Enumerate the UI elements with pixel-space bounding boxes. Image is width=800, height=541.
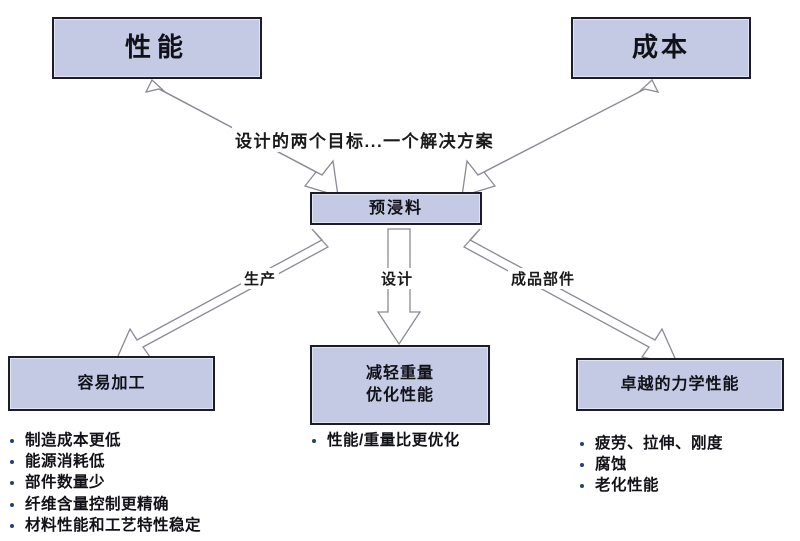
node-mechanical-performance-label: 卓越的力学性能 — [620, 375, 740, 393]
arrow-prepreg-to-mechanical — [462, 228, 680, 366]
list-item: 疲劳、拉伸、刚度 — [578, 433, 723, 454]
list-item: 能源消耗低 — [8, 451, 201, 472]
node-mechanical-performance[interactable]: 卓越的力学性能 — [576, 358, 784, 411]
node-weight-performance[interactable]: 减轻重量 优化性能 — [310, 345, 490, 425]
node-easy-processing[interactable]: 容易加工 — [8, 356, 215, 411]
node-cost-label: 成本 — [631, 32, 690, 63]
bullet-list-weight-performance: 性能/重量比更优化 — [310, 430, 460, 451]
bullet-list-easy-processing: 制造成本更低 能源消耗低 部件数量少 纤维含量控制更精确 材料性能和工艺特性稳定 — [8, 430, 201, 536]
list-item: 纤维含量控制更精确 — [8, 494, 201, 515]
list-item: 老化性能 — [578, 475, 723, 496]
node-prepreg-label: 预浸料 — [368, 199, 423, 217]
list-item: 性能/重量比更优化 — [310, 430, 460, 451]
node-weight-performance-label-2: 优化性能 — [365, 387, 434, 404]
node-performance[interactable]: 性能 — [52, 17, 262, 79]
node-easy-processing-label: 容易加工 — [77, 374, 146, 392]
edge-label-finished-part: 成品部件 — [508, 268, 579, 289]
edge-label-design: 设计 — [378, 268, 417, 289]
bullet-list-mechanical-performance: 疲劳、拉伸、刚度 腐蚀 老化性能 — [578, 433, 723, 497]
node-performance-label: 性能 — [124, 32, 189, 63]
node-weight-performance-label-1: 减轻重量 — [365, 365, 434, 383]
list-item: 制造成本更低 — [8, 430, 201, 451]
list-item: 部件数量少 — [8, 472, 201, 493]
caption-two-goals-one-solution: 设计的两个目标...一个解决方案 — [232, 127, 498, 152]
node-cost[interactable]: 成本 — [571, 17, 751, 79]
arrow-prepreg-to-easy-processing — [112, 228, 330, 366]
list-item: 材料性能和工艺特性稳定 — [8, 515, 201, 536]
list-item: 腐蚀 — [578, 454, 723, 475]
edge-label-production: 生产 — [241, 268, 280, 289]
node-prepreg[interactable]: 预浸料 — [310, 192, 482, 225]
